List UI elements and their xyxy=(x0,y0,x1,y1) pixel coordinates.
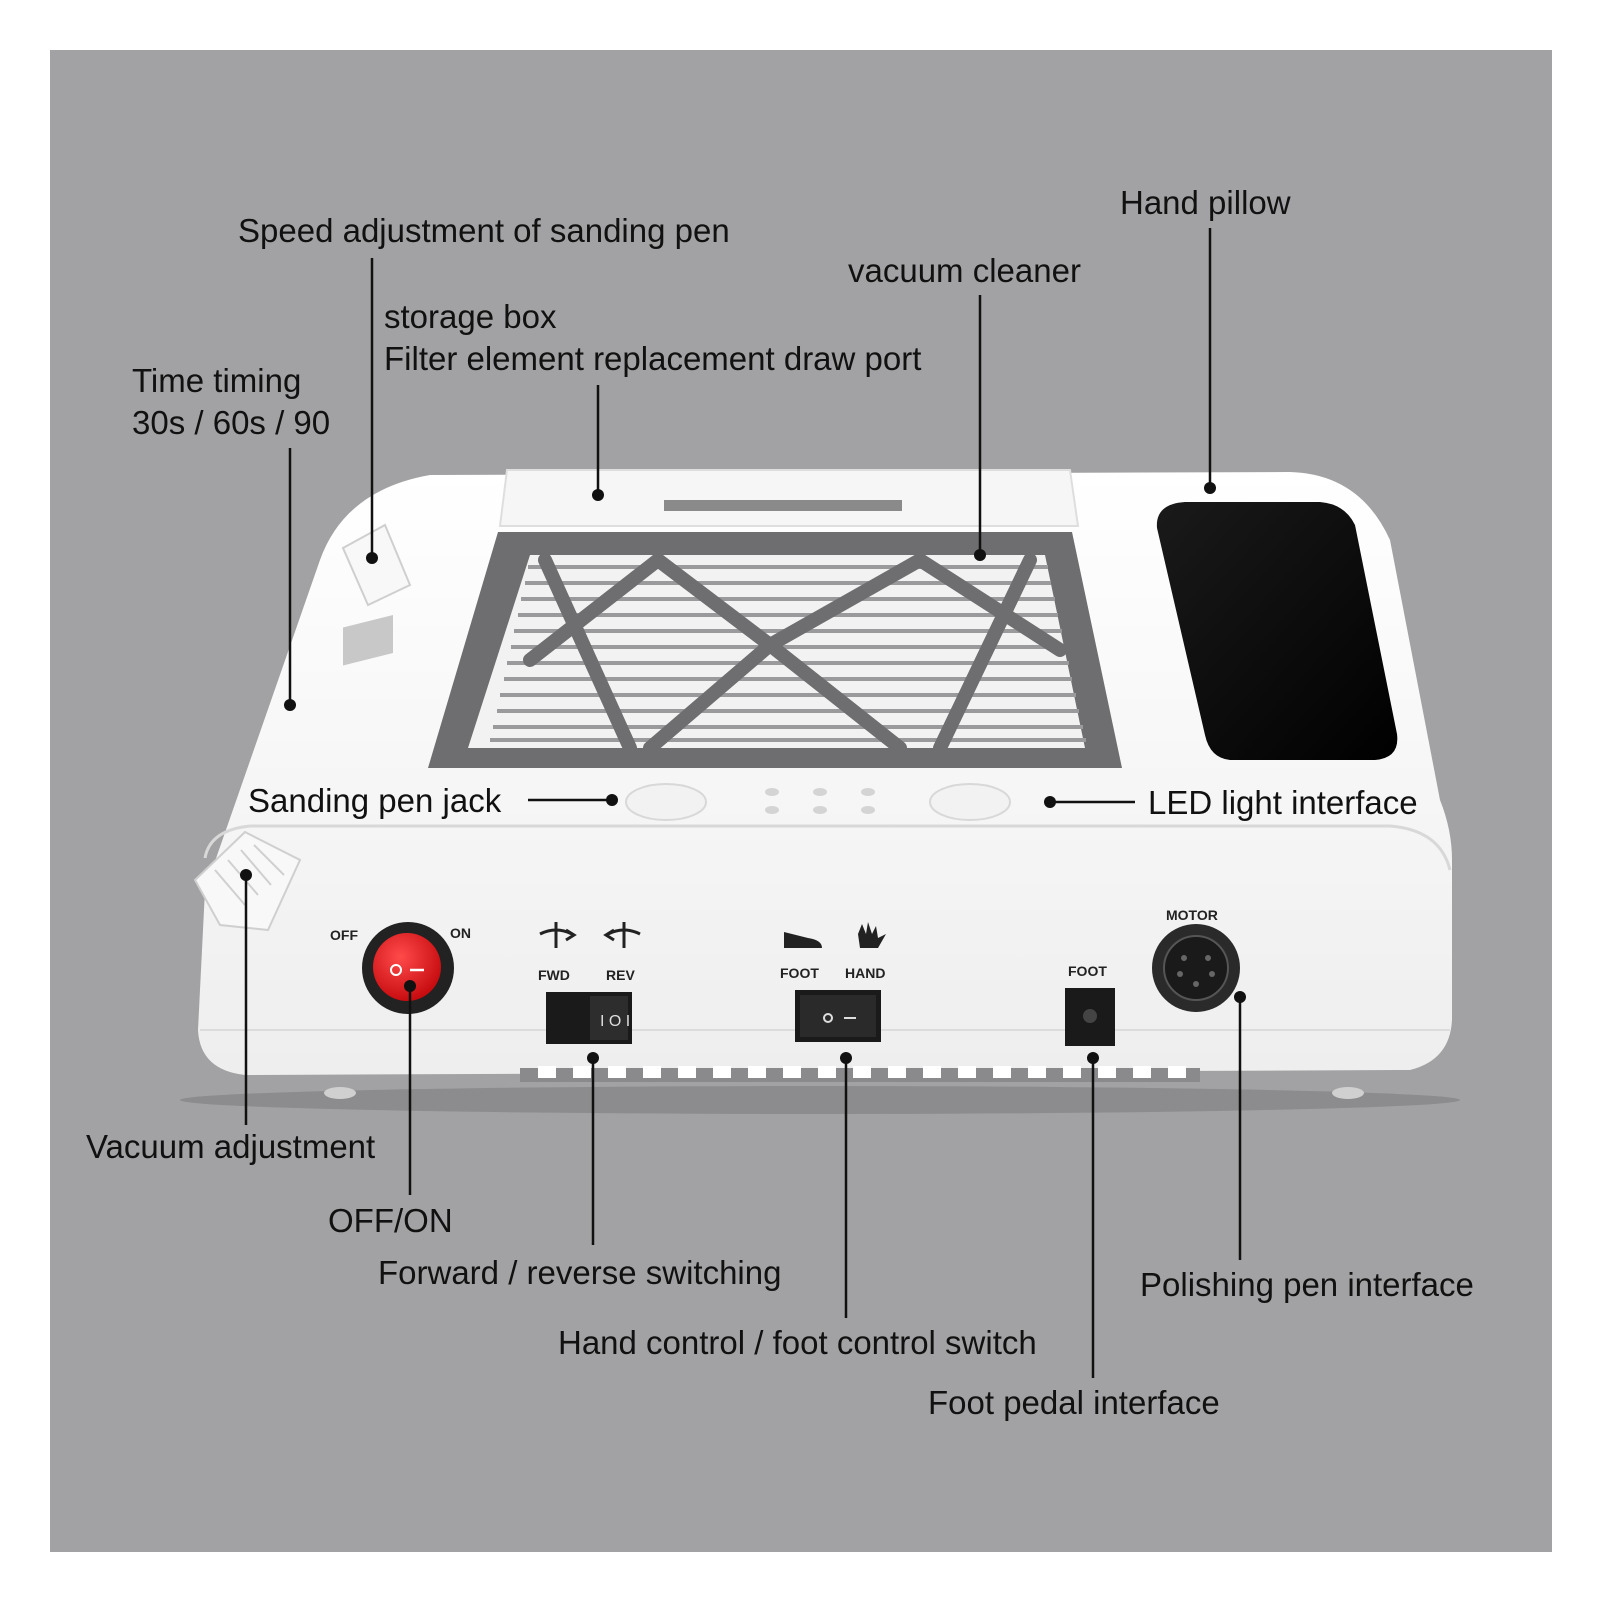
switch-on-mark: ON xyxy=(450,925,471,941)
label-hand-pillow: Hand pillow xyxy=(1120,184,1291,221)
hand-icon xyxy=(858,922,886,948)
label-hand-foot-switch: Hand control / foot control switch xyxy=(558,1324,1037,1361)
switch-off-mark: OFF xyxy=(330,927,358,943)
label-polishing-pen-interface: Polishing pen interface xyxy=(1140,1266,1474,1303)
hand-mark: HAND xyxy=(845,965,885,981)
label-filter-port: Filter element replacement draw port xyxy=(384,340,922,377)
label-foot-pedal-interface: Foot pedal interface xyxy=(928,1384,1220,1421)
vacuum-knob[interactable] xyxy=(193,830,302,932)
drawer-slot xyxy=(664,500,902,511)
label-storage-box: storage box xyxy=(384,298,557,335)
label-time-values: 30s / 60s / 90 xyxy=(132,404,331,441)
foot-icon xyxy=(784,932,822,948)
motor-mark: MOTOR xyxy=(1166,907,1218,923)
device-shadow xyxy=(180,1086,1460,1114)
hand-pillow xyxy=(1156,502,1398,760)
label-sanding-pen-jack: Sanding pen jack xyxy=(248,782,502,819)
foot-mark: FOOT xyxy=(780,965,819,981)
label-time-timing: Time timing xyxy=(132,362,302,399)
label-speed-adjustment: Speed adjustment of sanding pen xyxy=(238,212,730,249)
storage-box xyxy=(498,469,1080,527)
indicator-holes xyxy=(765,788,875,814)
timer-panel xyxy=(343,615,393,666)
leader-lines xyxy=(240,228,1246,1378)
led-light-jack xyxy=(929,783,1011,821)
power-switch[interactable] xyxy=(373,933,441,1001)
rev-mark: REV xyxy=(606,967,635,983)
label-vacuum-adjustment: Vacuum adjustment xyxy=(86,1128,376,1165)
label-led-light-interface: LED light interface xyxy=(1148,784,1418,821)
label-off-on: OFF/ON xyxy=(328,1202,453,1239)
foot-jack-mark: FOOT xyxy=(1068,963,1107,979)
label-vacuum-cleaner: vacuum cleaner xyxy=(848,252,1081,289)
fwd-rotation-icon xyxy=(539,922,577,948)
fwd-mark: FWD xyxy=(538,967,570,983)
vacuum-grille xyxy=(428,532,1122,768)
sanding-pen-jack xyxy=(625,783,707,821)
svg-text:I O I: I O I xyxy=(600,1013,630,1030)
label-forward-reverse: Forward / reverse switching xyxy=(378,1254,782,1291)
rev-rotation-icon xyxy=(603,922,641,948)
